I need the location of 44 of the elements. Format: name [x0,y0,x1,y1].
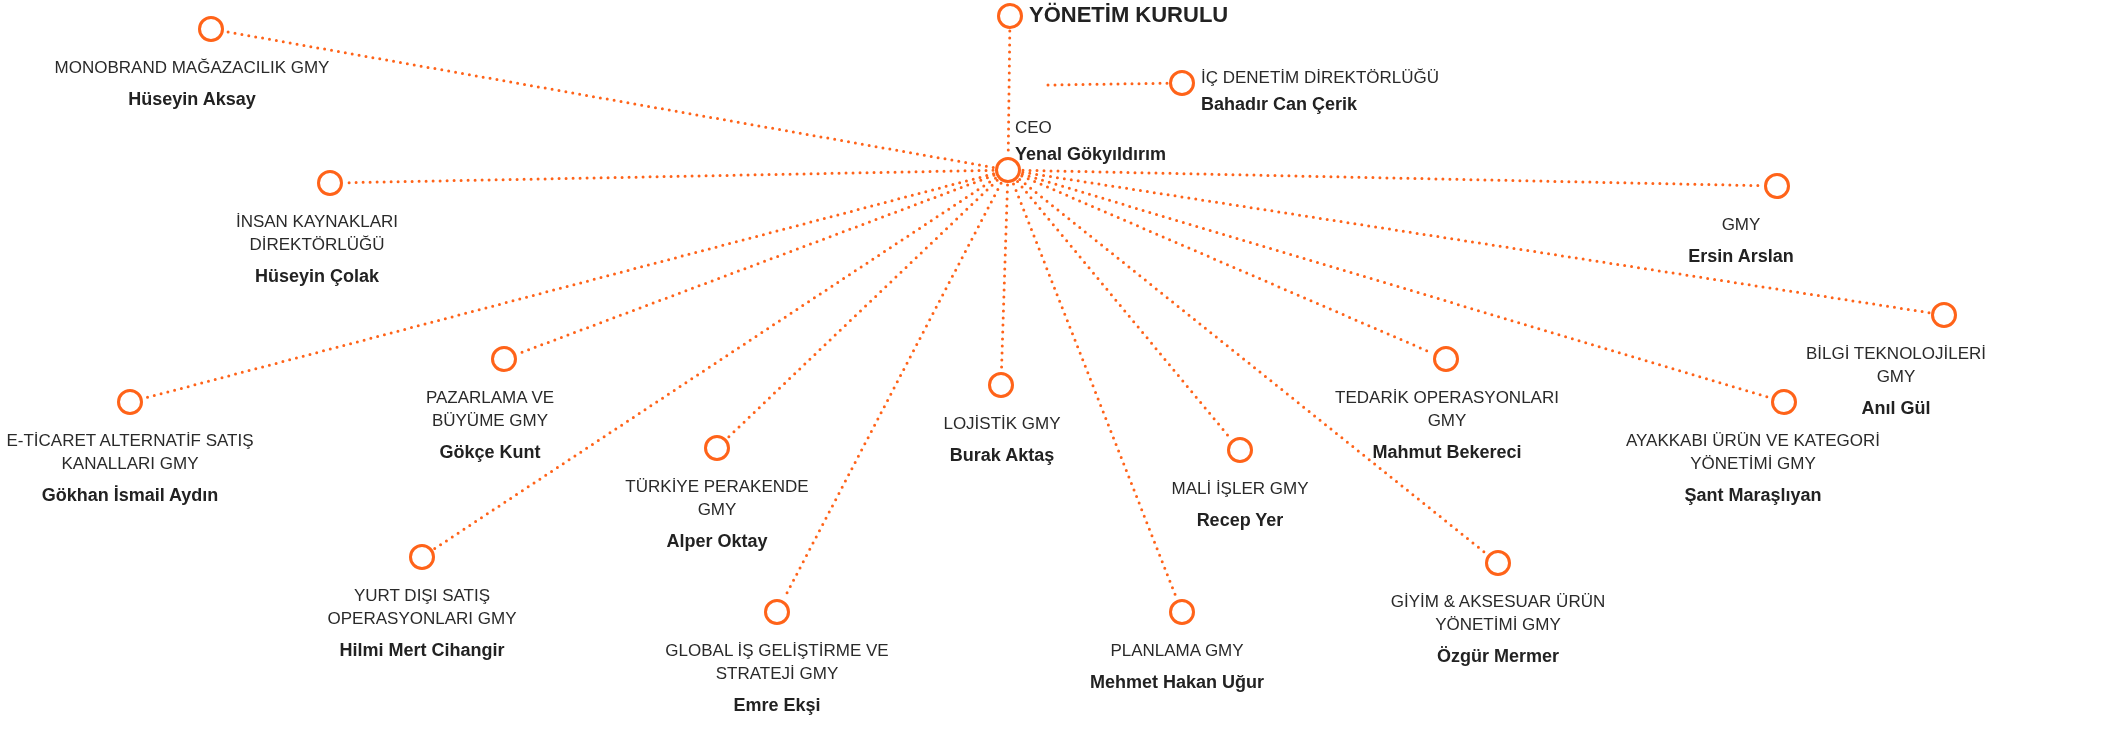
job-title: TÜRKİYE PERAKENDE GMY [624,476,810,521]
person-name: Gökçe Kunt [438,441,542,463]
dotted-connector [1018,177,1488,556]
person-name: Hilmi Mert Cihangir [338,639,506,661]
job-title: GMY [1720,214,1762,236]
job-title: YURT DIŞI SATIŞ OPERASYONLARI GMY [326,585,518,630]
person-name: Emre Ekşi [732,694,822,716]
person-name: Mahmut Bekereci [1371,441,1523,463]
person-name: Mehmet Hakan Uğur [1088,671,1265,693]
person-name: Şant Maraşlıyan [1683,484,1823,506]
job-title: İNSAN KAYNAKLARI DİREKTÖRLÜĞÜ [234,211,400,256]
person-name: Gökhan İsmail Aydın [40,484,220,506]
job-title: MONOBRAND MAĞAZACILIK GMY [53,57,331,79]
dotted-connector [224,30,995,169]
job-title: AYAKKABI ÜRÜN VE KATEGORİ YÖNETİMİ GMY [1624,430,1882,475]
person-name: Recep Yer [1195,509,1285,531]
job-title: GİYİM & AKSESUAR ÜRÜN YÖNETİMİ GMY [1389,591,1607,636]
job-title: TEDARİK OPERASYONLARI GMY [1334,387,1560,432]
person-name: Anıl Gül [1860,397,1932,419]
job-title: GLOBAL İŞ GELİŞTİRME VE STRATEJİ GMY [664,640,890,685]
person-name: Yenal Gökyıldırım [1015,143,1167,165]
org-chart-node [1169,66,1440,115]
person-name: Alper Oktay [665,530,769,552]
dotted-connector [726,178,999,440]
person-name: Burak Aktaş [948,444,1056,466]
org-chart-node [5,389,255,506]
job-title: BİLGİ TEKNOLOJİLERİ GMY [1804,343,1988,388]
person-name: Ersin Arslan [1687,245,1795,267]
person-name: Özgür Mermer [1436,645,1560,667]
job-title: İÇ DENETİM DİREKTÖRLÜĞÜ [1201,67,1440,89]
person-name: Hüseyin Aksay [127,88,257,110]
dotted-connector [433,176,997,551]
job-title: MALİ İŞLER GMY [1170,478,1310,500]
person-name: Bahadır Can Çerik [1201,93,1359,115]
job-title: PLANLAMA GMY [1109,640,1245,662]
dotted-connector [1021,170,1931,315]
heading: YÖNETİM KURULU [1029,2,1229,28]
person-name: Hüseyin Çolak [253,265,380,287]
dotted-connector [143,172,995,400]
job-title: CEO [1015,117,1053,139]
job-title: LOJİSTİK GMY [942,413,1062,435]
dotted-connector [1046,81,1169,87]
job-title: PAZARLAMA VE BÜYÜME GMY [424,387,556,432]
job-title: E-TİCARET ALTERNATİF SATIŞ KANALLARI GMY [5,430,255,475]
